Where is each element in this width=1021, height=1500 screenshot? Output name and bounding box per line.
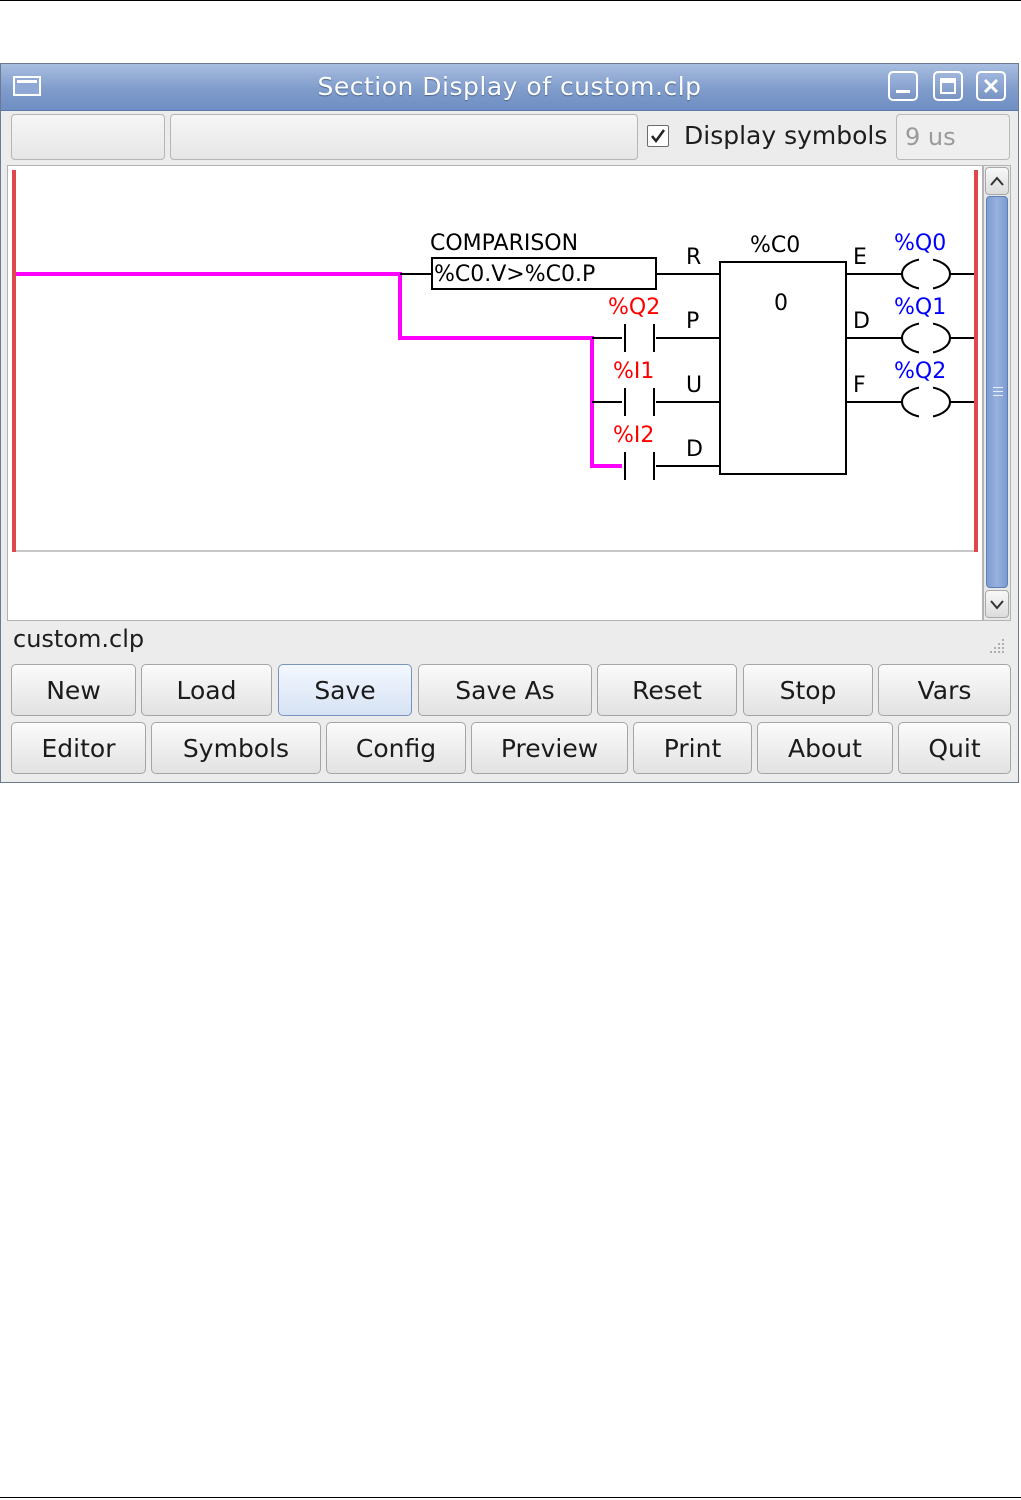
minimize-button[interactable]	[888, 71, 918, 101]
counter-output-f: F	[853, 373, 866, 398]
status-filename: custom.clp	[13, 625, 145, 653]
page-top-rule	[0, 0, 1021, 1]
close-icon	[983, 78, 999, 94]
close-button[interactable]	[976, 71, 1006, 101]
comparison-label: COMPARISON	[430, 231, 578, 256]
symbols-button[interactable]: Symbols	[151, 722, 321, 774]
active-wire-main	[16, 272, 622, 468]
display-symbols-label[interactable]: Display symbols	[684, 121, 888, 150]
contact-i1: %I1	[613, 359, 655, 416]
save-as-button[interactable]: Save As	[418, 664, 592, 716]
scroll-thumb[interactable]	[986, 196, 1008, 588]
scan-time-display: 9 us	[896, 114, 1010, 160]
comparison-box	[431, 257, 657, 290]
load-button[interactable]: Load	[141, 664, 272, 716]
section-display-window: Section Display of custom.clp Display sy…	[0, 63, 1019, 783]
ladder-diagram: COMPARISON %C0.V>%C0.P %Q2 %I1 %I2 %C0	[12, 170, 978, 552]
preview-button[interactable]: Preview	[471, 722, 628, 774]
counter-value: 0	[774, 291, 788, 316]
quit-button[interactable]: Quit	[898, 722, 1011, 774]
ladder-canvas[interactable]: COMPARISON %C0.V>%C0.P %Q2 %I1 %I2 %C0	[7, 165, 983, 621]
page-bottom-rule	[0, 1497, 1021, 1498]
right-power-rail	[974, 170, 978, 552]
editor-button[interactable]: Editor	[11, 722, 146, 774]
save-button[interactable]: Save	[278, 664, 412, 716]
stop-button[interactable]: Stop	[743, 664, 873, 716]
left-power-rail	[12, 170, 16, 552]
counter-input-p: P	[686, 309, 699, 334]
title-bar[interactable]: Section Display of custom.clp	[1, 64, 1018, 111]
maximize-button[interactable]	[933, 71, 963, 101]
counter-output-e: E	[853, 245, 867, 270]
counter-input-r: R	[686, 245, 701, 270]
minimize-icon	[896, 90, 910, 93]
contact-i2: %I2	[613, 423, 655, 480]
vars-button[interactable]: Vars	[878, 664, 1011, 716]
display-symbols-checkbox[interactable]	[647, 125, 669, 147]
vertical-scrollbar[interactable]	[983, 165, 1011, 621]
contact-label: %I2	[613, 423, 654, 448]
section-selector[interactable]	[170, 114, 638, 160]
chevron-up-icon	[990, 176, 1004, 186]
coil-label: %Q2	[894, 359, 946, 384]
window-title: Section Display of custom.clp	[317, 72, 702, 101]
checkmark-icon	[651, 129, 666, 144]
about-button[interactable]: About	[757, 722, 893, 774]
contact-label: %I1	[613, 359, 654, 384]
coil-q0: %Q0	[894, 231, 951, 292]
print-button[interactable]: Print	[633, 722, 752, 774]
chevron-down-icon	[990, 600, 1004, 610]
counter-input-d: D	[686, 437, 703, 462]
scroll-down-button[interactable]	[985, 590, 1009, 618]
scroll-up-button[interactable]	[985, 167, 1009, 195]
window-menu-icon[interactable]	[13, 76, 41, 96]
status-bar: custom.clp	[1, 621, 1018, 661]
counter-name: %C0	[750, 233, 800, 258]
reset-button[interactable]: Reset	[597, 664, 737, 716]
toolbar: Display symbols 9 us	[1, 111, 1018, 165]
contact-q2: %Q2	[608, 295, 660, 352]
contact-label: %Q2	[608, 295, 660, 320]
coil-q2: %Q2	[894, 359, 951, 420]
coil-q1: %Q1	[894, 295, 951, 356]
counter-output-d: D	[853, 309, 870, 334]
new-button[interactable]: New	[11, 664, 136, 716]
counter-input-u: U	[686, 373, 702, 398]
comparison-expression: %C0.V>%C0.P	[434, 262, 595, 287]
maximize-icon	[940, 78, 956, 94]
config-button[interactable]: Config	[326, 722, 466, 774]
resize-grip-icon[interactable]	[988, 637, 1008, 657]
coil-label: %Q1	[894, 295, 946, 320]
counter-box	[719, 261, 847, 475]
rung-selector[interactable]	[11, 114, 165, 160]
coil-label: %Q0	[894, 231, 946, 256]
